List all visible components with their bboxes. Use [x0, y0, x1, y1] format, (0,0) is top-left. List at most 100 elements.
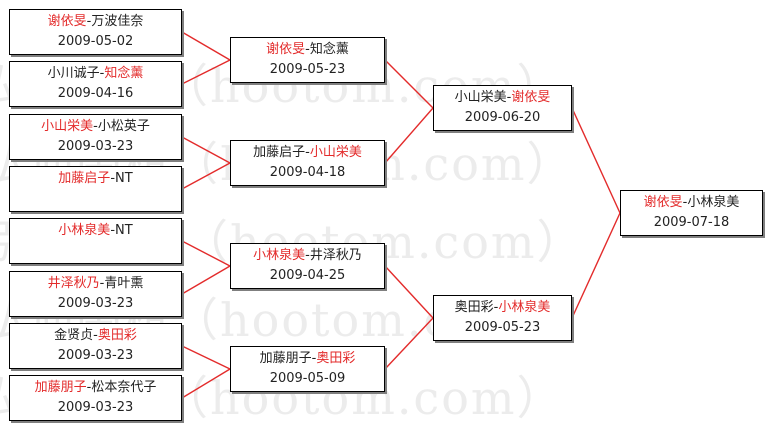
- player-name: 谢依旻: [266, 42, 306, 57]
- player-name: 加藤朋子: [34, 380, 87, 395]
- player-name: NT: [115, 223, 133, 238]
- vs-separator: -: [305, 248, 310, 263]
- match-box: 加藤启子-小山栄美 2009-04-18: [230, 140, 385, 186]
- match-date: 2009-03-23: [57, 400, 134, 415]
- match-box: 谢依旻-万波佳奈 2009-05-02: [9, 9, 182, 55]
- match-box: 小川诚子-知念薰 2009-04-16: [9, 61, 182, 107]
- match-date: 2009-05-23: [269, 62, 346, 77]
- vs-separator: -: [493, 300, 499, 315]
- match-players: 加藤朋子-松本奈代子: [10, 378, 181, 398]
- player-name: 青叶熏: [104, 276, 144, 291]
- player-name: 谢依旻: [511, 90, 551, 105]
- connector-line: [384, 265, 434, 319]
- connector-line: [181, 162, 231, 190]
- player-name: 井泽秋乃: [47, 276, 100, 291]
- connector-line: [571, 107, 621, 214]
- match-players: 谢依旻-知念薰: [231, 40, 384, 60]
- vs-separator: -: [99, 66, 105, 81]
- match-players: 加藤启子-小山栄美: [231, 143, 384, 163]
- vs-separator: -: [86, 14, 92, 29]
- match-date: 2009-04-16: [57, 86, 134, 101]
- vs-separator: -: [86, 380, 92, 395]
- match-players: 谢依旻-小林泉美: [621, 193, 762, 213]
- match-box: 加藤朋子-松本奈代子 2009-03-23: [9, 375, 182, 421]
- match-box: 小林泉美-井泽秋乃 2009-04-25: [230, 243, 385, 289]
- player-name: 小林泉美: [687, 195, 740, 210]
- match-box: 小山栄美-小松英子 2009-03-23: [9, 114, 182, 160]
- player-name: 奥田彩: [97, 328, 137, 343]
- player-name: NT: [115, 171, 133, 186]
- match-box: 井泽秋乃-青叶熏 2009-03-23: [9, 271, 182, 317]
- player-name: 松本奈代子: [91, 380, 157, 395]
- match-players: 小林泉美-井泽秋乃: [231, 246, 384, 266]
- match-players: 小川诚子-知念薰: [10, 64, 181, 84]
- player-name: 加藤朋子: [259, 351, 312, 366]
- match-box: 小山栄美-谢依旻 2009-06-20: [433, 85, 572, 131]
- connector-line: [181, 31, 231, 61]
- connector-line: [571, 212, 621, 319]
- match-date: 2009-04-25: [269, 268, 346, 283]
- connector-line: [181, 59, 231, 85]
- match-date: 2009-03-23: [57, 296, 134, 311]
- vs-separator: -: [506, 90, 512, 105]
- vs-separator: -: [311, 351, 317, 366]
- match-box: 谢依旻-知念薰 2009-05-23: [230, 37, 385, 83]
- player-name: 小山栄美: [309, 145, 362, 160]
- match-players: 加藤朋子-奥田彩: [231, 349, 384, 369]
- match-players: 小山栄美-小松英子: [10, 117, 181, 137]
- player-name: 小川诚子: [47, 66, 100, 81]
- vs-separator: -: [110, 223, 116, 238]
- player-name: 小山栄美: [454, 90, 507, 105]
- player-name: 小林泉美: [58, 223, 111, 238]
- match-players: 小林泉美-NT: [10, 221, 181, 241]
- player-name: 谢依旻: [47, 14, 87, 29]
- match-box: 小林泉美-NT: [9, 218, 182, 264]
- match-date: 2009-07-18: [653, 215, 730, 230]
- match-date: 2009-06-20: [464, 110, 541, 125]
- player-name: 小林泉美: [498, 300, 551, 315]
- match-players: 谢依旻-万波佳奈: [10, 12, 181, 32]
- match-date: 2009-05-23: [464, 320, 541, 335]
- match-box: 加藤启子-NT: [9, 166, 182, 212]
- player-name: 谢依旻: [643, 195, 683, 210]
- vs-separator: -: [682, 195, 688, 210]
- vs-separator: -: [93, 119, 98, 134]
- match-date: 2009-04-18: [269, 165, 346, 180]
- match-players: 小山栄美-谢依旻: [434, 88, 571, 108]
- match-players: 加藤启子-NT: [10, 169, 181, 189]
- match-date: 2009-05-09: [269, 371, 346, 386]
- player-name: 知念薰: [309, 42, 349, 57]
- match-players: 金贤贞-奥田彩: [10, 326, 181, 346]
- player-name: 奥田彩: [454, 300, 494, 315]
- match-date: 2009-03-23: [57, 139, 134, 154]
- player-name: 万波佳奈: [91, 14, 144, 29]
- connector-line: [181, 240, 231, 267]
- connector-line: [181, 136, 231, 164]
- vs-separator: -: [93, 328, 98, 343]
- vs-separator: -: [305, 42, 310, 57]
- player-name: 小松英子: [97, 119, 150, 134]
- connector-line: [384, 107, 434, 164]
- player-name: 井泽秋乃: [309, 248, 362, 263]
- match-players: 奥田彩-小林泉美: [434, 298, 571, 318]
- match-date: 2009-03-23: [57, 348, 134, 363]
- match-box: 奥田彩-小林泉美 2009-05-23: [433, 295, 572, 341]
- match-date: 2009-05-02: [57, 34, 134, 49]
- player-name: 知念薰: [104, 66, 144, 81]
- connector-line: [384, 317, 434, 370]
- player-name: 奥田彩: [316, 351, 356, 366]
- match-players: 井泽秋乃-青叶熏: [10, 274, 181, 294]
- player-name: 金贤贞: [54, 328, 94, 343]
- player-name: 加藤启子: [253, 145, 306, 160]
- vs-separator: -: [305, 145, 310, 160]
- connector-line: [181, 265, 231, 295]
- vs-separator: -: [99, 276, 105, 291]
- final-match-box: 谢依旻-小林泉美 2009-07-18: [620, 190, 763, 236]
- player-name: 加藤启子: [58, 171, 111, 186]
- vs-separator: -: [110, 171, 116, 186]
- connector-line: [181, 368, 231, 399]
- match-box: 金贤贞-奥田彩 2009-03-23: [9, 323, 182, 369]
- player-name: 小山栄美: [41, 119, 94, 134]
- connector-line: [384, 59, 434, 109]
